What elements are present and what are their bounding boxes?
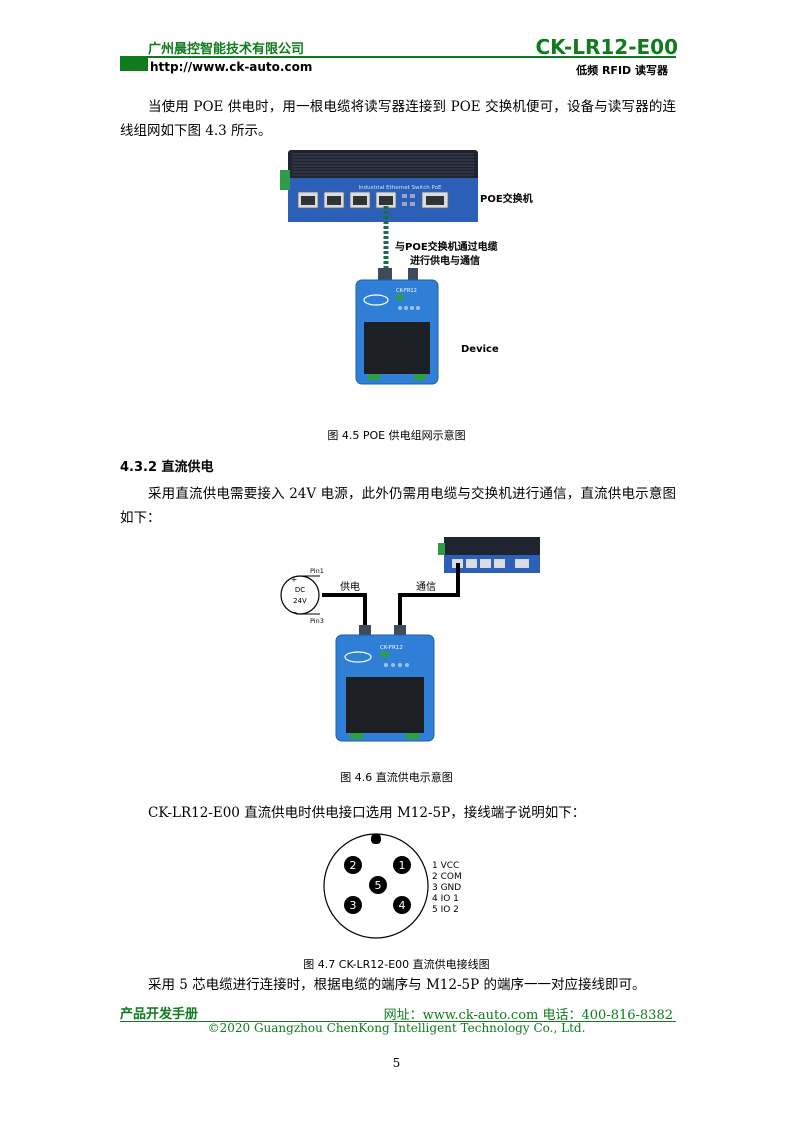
svg-text:24V: 24V bbox=[293, 597, 307, 605]
svg-text:CK-FR12: CK-FR12 bbox=[380, 645, 403, 651]
svg-text:3 GND: 3 GND bbox=[432, 883, 461, 893]
section-title: 4.3.2 直流供电 bbox=[120, 460, 214, 475]
paragraph-dc: 采用直流供电需要接入 24V 电源，此外仍需用电缆与交换机进行通信，直流供电示意… bbox=[120, 486, 676, 526]
header-url[interactable]: http://www.ck-auto.com bbox=[150, 60, 313, 74]
footer-contact: 网址：www.ck-auto.com 电话：400-816-8382 bbox=[383, 1008, 673, 1023]
label-power: 供电 bbox=[340, 580, 360, 593]
header-model: CK-LR12-E00 bbox=[535, 35, 678, 59]
cables bbox=[322, 563, 460, 629]
svg-text:DC: DC bbox=[295, 586, 305, 594]
label-cable-line1: 与POE交换机通过电缆 bbox=[395, 240, 498, 253]
header-rule bbox=[120, 56, 676, 58]
svg-text:2 COM: 2 COM bbox=[432, 872, 462, 882]
figure-dc-power: DC 24V + − Pin1 Pin3 供电 通信 CK-FR12 bbox=[280, 537, 540, 742]
dc-source-illustration: DC 24V + − Pin1 Pin3 bbox=[280, 567, 324, 625]
header-company: 广州晨控智能技术有限公司 bbox=[148, 42, 305, 57]
poe-switch-illustration: Industrial Ethernet Switch PoE bbox=[280, 150, 478, 222]
svg-text:CK-FR12: CK-FR12 bbox=[396, 288, 417, 294]
header-subtitle: 低频 RFID 读写器 bbox=[576, 64, 668, 77]
svg-text:−: − bbox=[291, 608, 298, 617]
figure-poe-network: Industrial Ethernet Switch PoE CK-FR12 bbox=[280, 150, 533, 385]
header-green-block bbox=[120, 57, 148, 71]
caption-figure-4-7: 图 4.7 CK-LR12-E00 直流供电接线图 bbox=[303, 958, 490, 971]
svg-text:Pin1: Pin1 bbox=[310, 567, 324, 575]
footer-rule bbox=[120, 1021, 676, 1022]
pin-5: 5 bbox=[369, 876, 387, 894]
caption-figure-4-5: 图 4.5 POE 供电组网示意图 bbox=[327, 429, 466, 442]
switch-illustration bbox=[438, 537, 540, 573]
label-cable-line2: 进行供电与通信 bbox=[410, 254, 480, 267]
svg-text:Industrial Ethernet Switch PoE: Industrial Ethernet Switch PoE bbox=[359, 185, 442, 191]
svg-text:5: 5 bbox=[375, 879, 382, 892]
label-device: Device bbox=[461, 344, 499, 355]
svg-text:1: 1 bbox=[399, 859, 406, 872]
pin-3: 3 bbox=[344, 896, 362, 914]
svg-text:Pin3: Pin3 bbox=[310, 617, 324, 625]
pin-2: 2 bbox=[344, 856, 362, 874]
svg-text:+: + bbox=[291, 575, 298, 584]
footer-copyright: ©2020 Guangzhou ChenKong Intelligent Tec… bbox=[207, 1021, 586, 1035]
pin-legend: 1 VCC 2 COM 3 GND 4 IO 1 5 IO 2 bbox=[432, 861, 462, 915]
svg-text:4: 4 bbox=[399, 899, 406, 912]
footer-manual-title: 产品开发手册 bbox=[120, 1007, 199, 1022]
svg-text:4 IO 1: 4 IO 1 bbox=[432, 894, 459, 904]
caption-figure-4-6: 图 4.6 直流供电示意图 bbox=[340, 771, 453, 784]
device-illustration: CK-FR12 bbox=[355, 268, 439, 385]
svg-text:3: 3 bbox=[350, 899, 357, 912]
svg-text:2: 2 bbox=[350, 859, 357, 872]
figure-m12-pinout: 1 2 3 4 5 1 VCC 2 COM 3 GND 4 IO 1 5 IO … bbox=[323, 833, 462, 939]
pin-4: 4 bbox=[393, 896, 411, 914]
pin-1: 1 bbox=[393, 856, 411, 874]
page-number: 5 bbox=[392, 1056, 401, 1070]
paragraph-m12: CK-LR12-E00 直流供电时供电接口选用 M12-5P，接线端子说明如下： bbox=[148, 805, 586, 821]
label-poe-switch: POE交换机 bbox=[480, 192, 533, 205]
svg-text:5 IO 2: 5 IO 2 bbox=[432, 905, 459, 915]
label-comm: 通信 bbox=[416, 581, 436, 593]
svg-text:1 VCC: 1 VCC bbox=[432, 861, 459, 871]
paragraph-poe: 当使用 POE 供电时，用一根电缆将读写器连接到 POE 交换机便可，设备与读写… bbox=[120, 99, 676, 139]
paragraph-wiring: 采用 5 芯电缆进行连接时，根据电缆的端序与 M12-5P 的端序一一对应接线即… bbox=[148, 977, 646, 993]
device-illustration-dc: CK-FR12 bbox=[335, 625, 435, 742]
